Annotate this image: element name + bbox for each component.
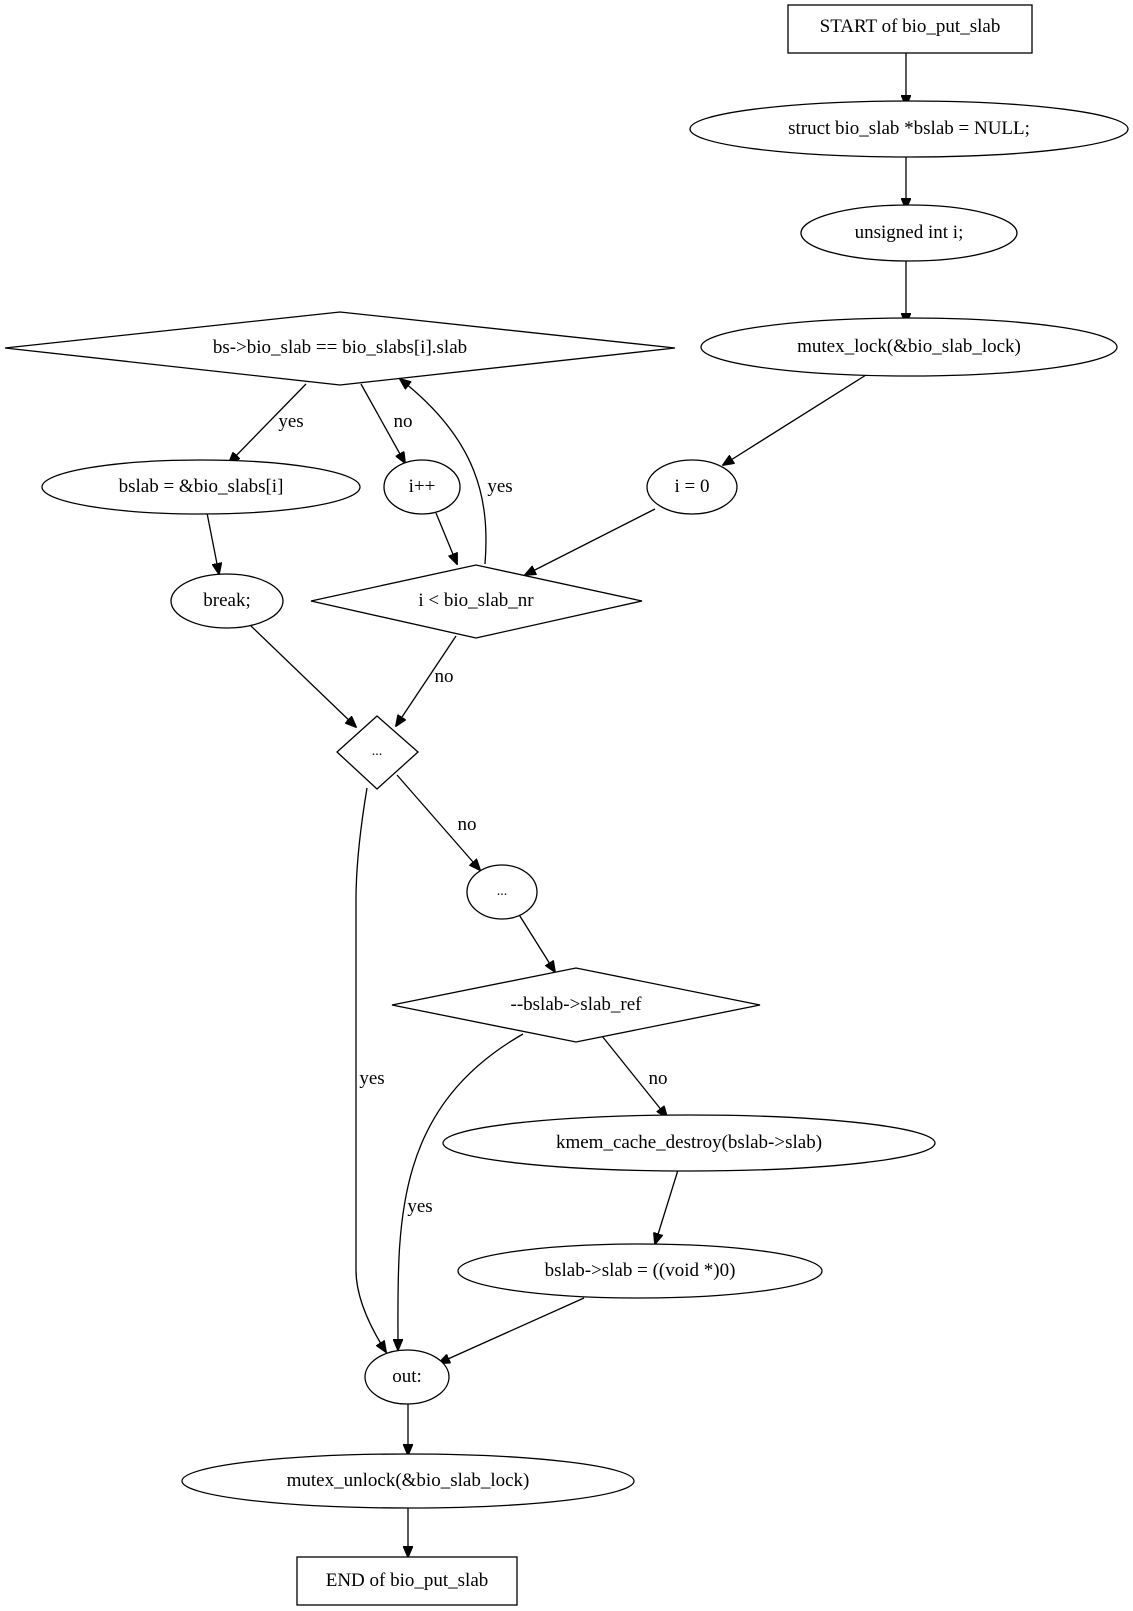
- node-inc-i: i++: [383, 459, 461, 515]
- node-mutex-unlock: mutex_unlock(&bio_slab_lock): [181, 1453, 635, 1509]
- node-mutex-lock-label: mutex_lock(&bio_slab_lock): [797, 336, 1021, 357]
- node-decl-bslab-label: struct bio_slab *bslab = NULL;: [788, 118, 1030, 139]
- node-stmt-dots-label: ...: [497, 884, 508, 899]
- node-mutex-lock-shape: [700, 317, 1118, 377]
- node-assign-null: bslab->slab = ((void *)0): [457, 1243, 823, 1299]
- node-init-i-label: i = 0: [675, 476, 710, 497]
- node-end: END of bio_put_slab: [296, 1556, 518, 1606]
- node-decl-bslab: struct bio_slab *bslab = NULL;: [689, 100, 1129, 158]
- node-cond-ref-label: --bslab->slab_ref: [511, 994, 643, 1015]
- node-init-i: i = 0: [646, 459, 738, 515]
- edge-assign-null-to-out: [439, 1297, 585, 1363]
- node-mutex-unlock-label: mutex_unlock(&bio_slab_lock): [287, 1470, 530, 1491]
- edge-label-loop-yes: yes: [487, 476, 512, 497]
- edge-cond-match-yes: [229, 383, 307, 463]
- node-break: break;: [170, 573, 284, 629]
- node-decl-i-label: unsigned int i;: [855, 222, 964, 243]
- edge-label-match-yes: yes: [278, 411, 303, 432]
- edge-cond-loop-no: [396, 635, 457, 726]
- node-cond-dots-label: ...: [372, 744, 383, 759]
- node-start: START of bio_put_slab: [787, 4, 1033, 54]
- node-mutex-lock: mutex_lock(&bio_slab_lock): [700, 317, 1118, 377]
- edge-label-ref-yes: yes: [407, 1196, 432, 1217]
- node-decl-i: unsigned int i;: [800, 204, 1018, 262]
- edge-label-dots-yes: yes: [359, 1068, 384, 1089]
- edge-label-ref-no: no: [649, 1068, 668, 1089]
- edges: [206, 53, 906, 1557]
- edge-kmem-to-assign-null: [655, 1169, 679, 1244]
- node-kmem-destroy: kmem_cache_destroy(bslab->slab): [442, 1114, 936, 1172]
- edge-cond-ref-yes: [398, 1033, 524, 1350]
- edge-cond-dots-no: [396, 774, 480, 870]
- node-assign-null-label: bslab->slab = ((void *)0): [545, 1260, 736, 1281]
- edge-mutex-lock-to-init-i: [723, 374, 867, 465]
- node-break-label: break;: [203, 590, 250, 611]
- edge-break-to-cond-dots: [250, 625, 356, 727]
- node-cond-ref: --bslab->slab_ref: [391, 967, 761, 1043]
- edge-init-i-to-cond-loop: [525, 508, 656, 575]
- edge-label-match-no: no: [394, 411, 413, 432]
- node-start-label: START of bio_put_slab: [820, 16, 1001, 37]
- edge-inc-to-cond-loop: [435, 512, 457, 564]
- node-assign-bslab-label: bslab = &bio_slabs[i]: [119, 476, 284, 497]
- node-inc-i-label: i++: [409, 476, 436, 497]
- node-kmem-destroy-label: kmem_cache_destroy(bslab->slab): [556, 1132, 822, 1153]
- node-out: out:: [364, 1349, 450, 1405]
- node-cond-match: bs->bio_slab == bio_slabs[i].slab: [4, 311, 676, 386]
- edge-label-loop-no: no: [435, 666, 454, 687]
- node-cond-dots: ...: [336, 715, 419, 790]
- node-out-label: out:: [392, 1366, 422, 1387]
- edge-cond-ref-no: [601, 1035, 667, 1117]
- node-end-label: END of bio_put_slab: [326, 1570, 489, 1591]
- node-cond-loop-label: i < bio_slab_nr: [418, 590, 534, 611]
- edge-labels: yes no yes no no yes no yes: [278, 411, 667, 1217]
- node-cond-loop: i < bio_slab_nr: [310, 564, 643, 639]
- node-mutex-unlock-shape: [181, 1453, 635, 1509]
- edge-cond-dots-yes: [355, 787, 386, 1352]
- edge-assign-bslab-to-break: [206, 512, 219, 574]
- node-assign-bslab: bslab = &bio_slabs[i]: [41, 459, 361, 515]
- edge-stmt-dots-to-cond-ref: [517, 912, 555, 972]
- node-cond-match-label: bs->bio_slab == bio_slabs[i].slab: [213, 337, 467, 358]
- edge-label-dots-no: no: [458, 814, 477, 835]
- edge-cond-match-no: [360, 383, 405, 463]
- node-stmt-dots: ...: [466, 864, 538, 920]
- edge-cond-loop-yes-back: [400, 379, 487, 565]
